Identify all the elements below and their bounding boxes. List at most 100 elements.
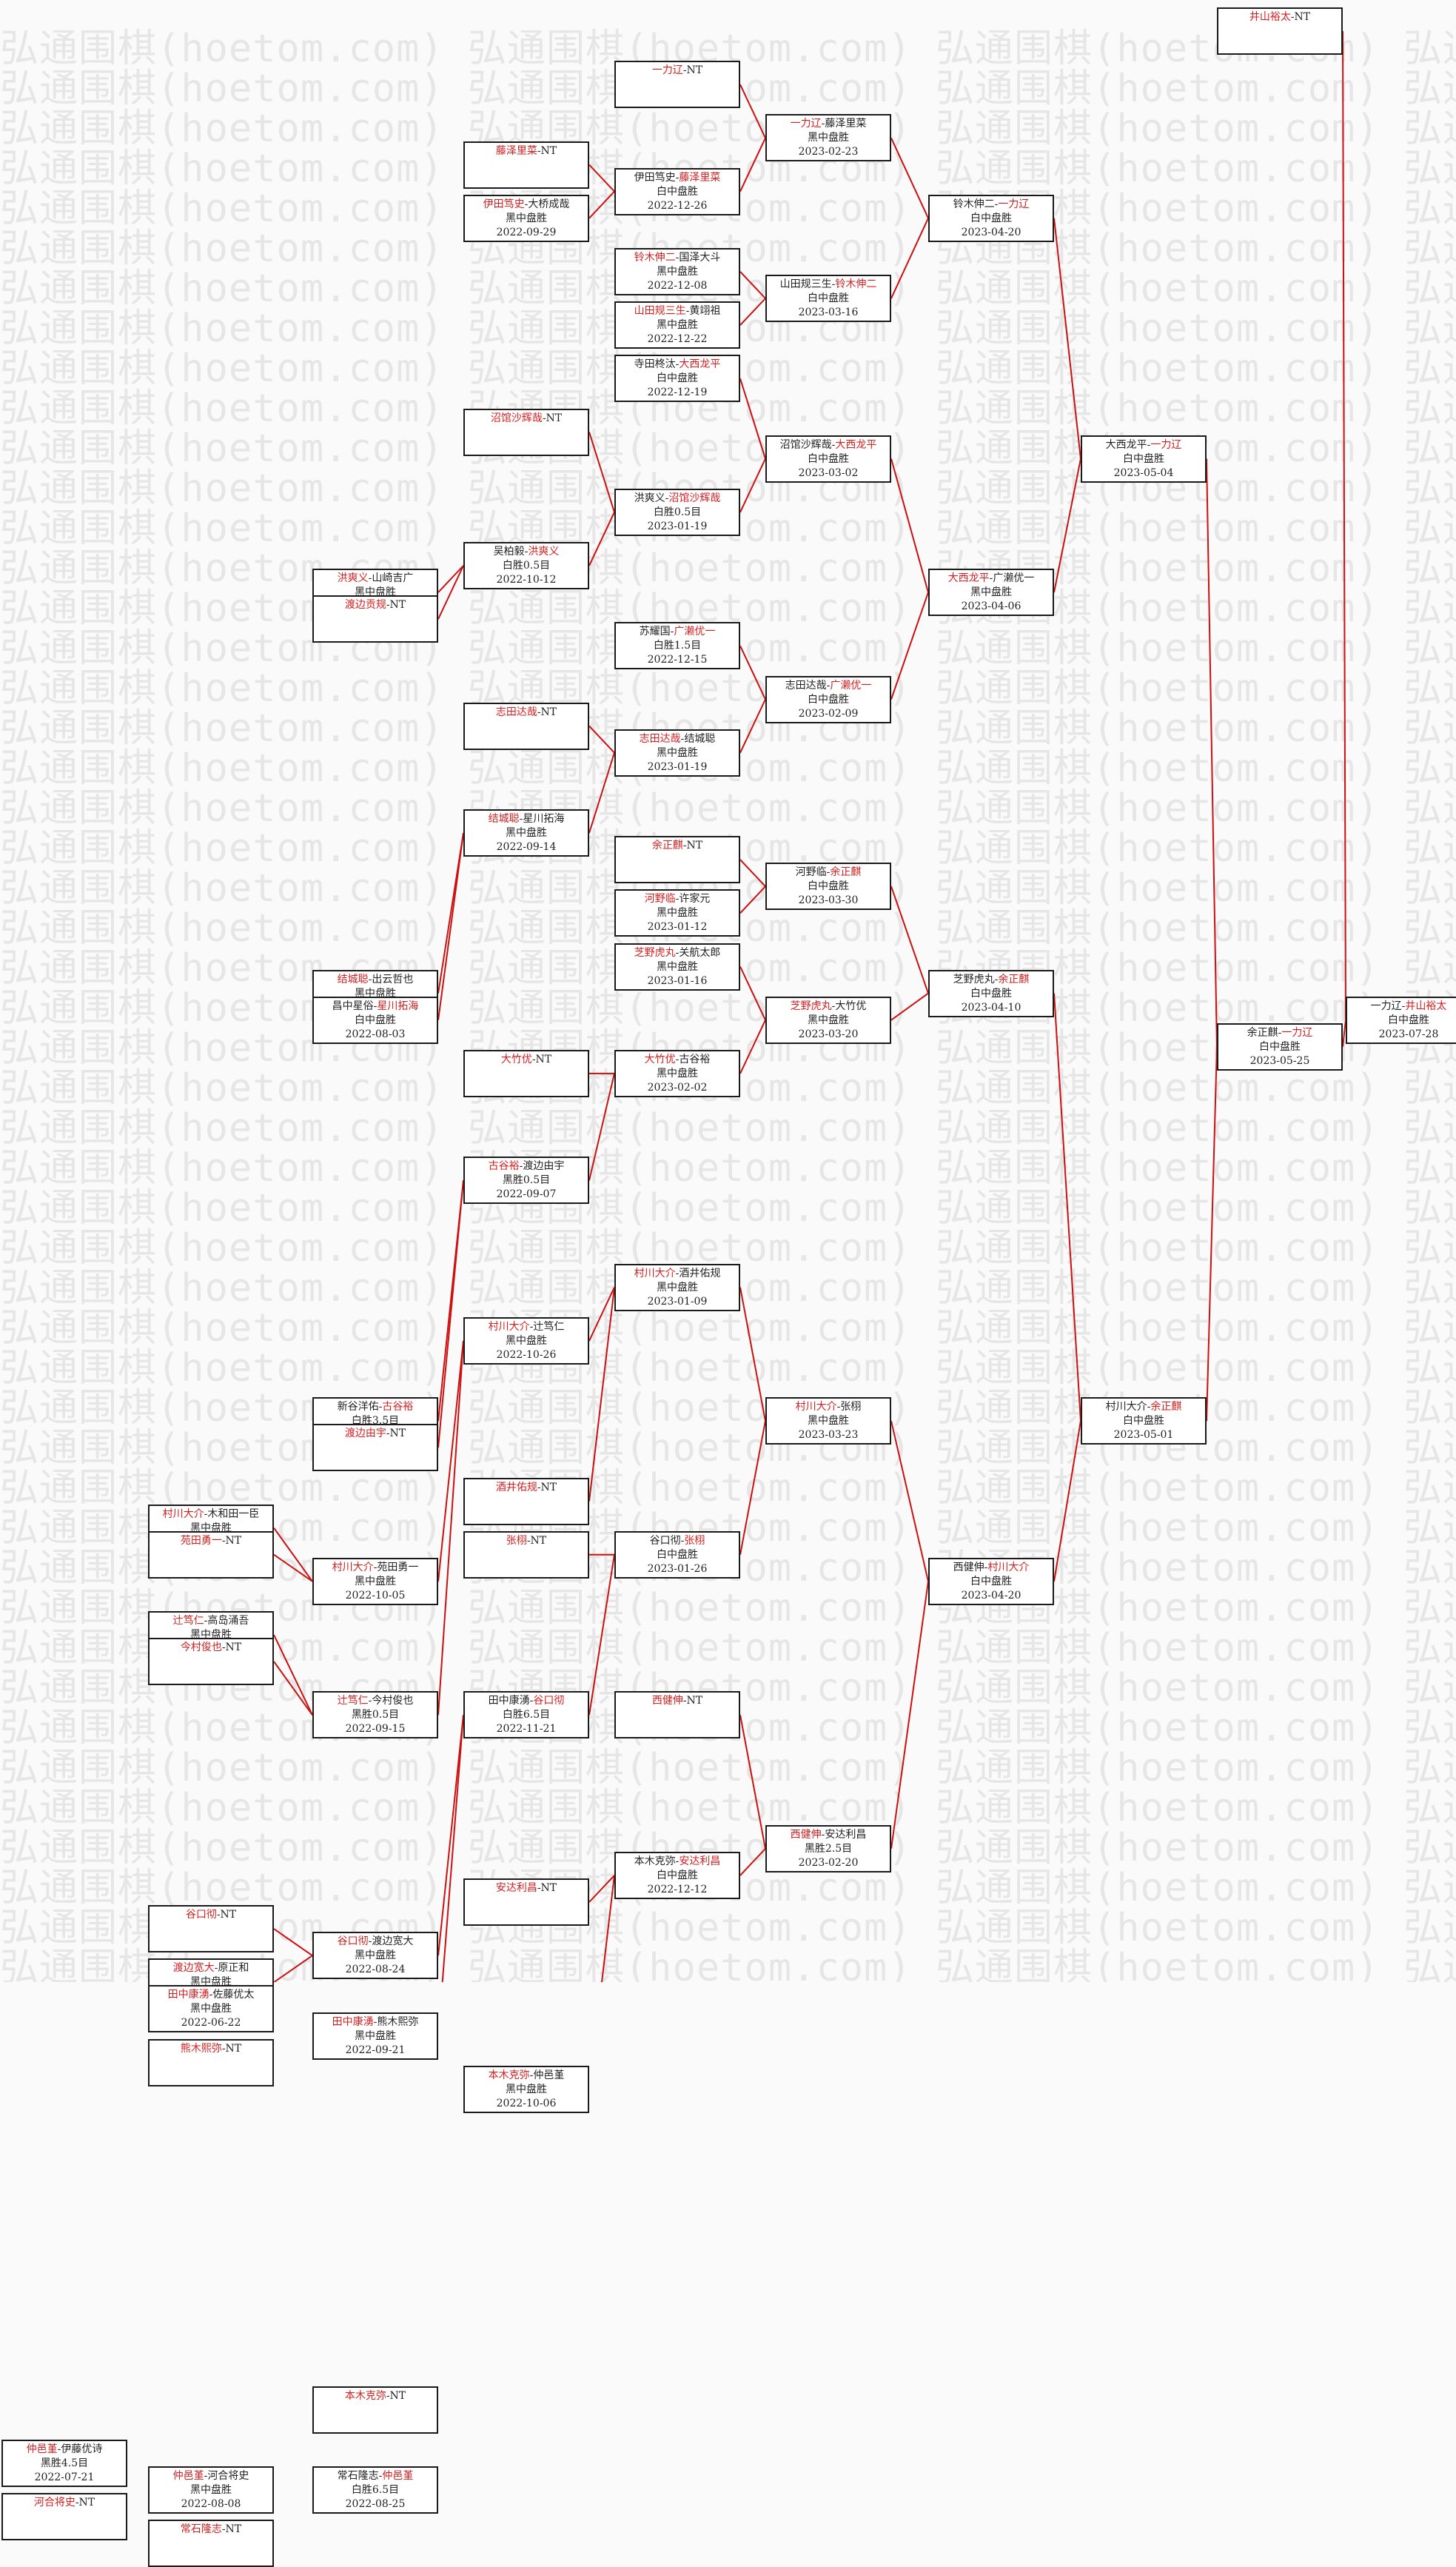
winner-name: 古谷裕 — [488, 1160, 520, 1173]
winner-name: 余正麒 — [1150, 1401, 1182, 1413]
match-date: 2022-08-03 — [345, 1028, 406, 1040]
match-result: 黑中盘胜 — [190, 2003, 232, 2015]
player-name: -佐藤优太 — [209, 1989, 255, 2001]
winner-name: 酒井佑规 — [495, 1481, 537, 1493]
match-players: 井山裕太-NT — [1218, 10, 1341, 24]
winner-name: 仲邑堇 — [172, 2470, 204, 2483]
player-name: 大西龙平- — [1105, 438, 1151, 451]
match-date: 2022-09-21 — [345, 2044, 406, 2056]
player-name: -NT — [221, 2042, 242, 2055]
player-name: -NT — [386, 599, 406, 612]
match-players: 伊田笃史-大桥成哉 — [465, 198, 588, 212]
winner-name: 辻笃仁 — [172, 1615, 204, 1627]
match-result: 白中盘胜 — [970, 212, 1012, 224]
match-result: 黑胜0.5目 — [351, 1709, 400, 1721]
bracket-connector — [739, 1715, 766, 1849]
winner-name: 芝野虎丸 — [634, 946, 676, 959]
match-result: 白中盘胜 — [808, 452, 849, 465]
player-name: -NT — [682, 64, 703, 77]
bracket-connector — [601, 1875, 615, 1982]
player-name: -古谷裕 — [675, 1053, 711, 1065]
player-name: -藤泽里菜 — [821, 118, 867, 130]
winner-name: 一力辽 — [998, 198, 1030, 210]
player-name: -大竹优 — [831, 1000, 867, 1012]
winner-name: 余正麒 — [998, 973, 1030, 985]
bracket-connector — [437, 1340, 464, 1582]
winner-name: 一力辽 — [1281, 1026, 1313, 1039]
match-players: 村川大介-酒井佑规 — [616, 1267, 739, 1281]
match-date: 2022-10-12 — [496, 574, 557, 586]
match-players: 常石隆志-仲邑堇 — [314, 2469, 437, 2483]
bracket-connector — [437, 565, 464, 593]
match-result: 黑中盘胜 — [355, 1949, 396, 1962]
match-date: 2023-03-16 — [798, 307, 859, 318]
match-players: 苏耀国-广濑优一 — [616, 625, 739, 639]
winner-name: 安达利昌 — [679, 1855, 721, 1867]
player-name: -辻笃仁 — [529, 1320, 565, 1333]
match-result: 黑中盘胜 — [506, 212, 547, 224]
match-box: 熊木熙弥-NT — [148, 2038, 274, 2086]
match-result: 白中盘胜 — [657, 1548, 698, 1561]
bracket-connector — [739, 137, 766, 193]
match-result: 黑中盘胜 — [657, 1067, 698, 1080]
match-players: 村川大介-辻笃仁 — [465, 1320, 588, 1334]
match-date: 2023-05-01 — [1113, 1429, 1174, 1442]
match-players: 张栩-NT — [465, 1534, 588, 1548]
match-players: 渡边宽大-原正和 — [150, 1961, 272, 1975]
winner-name: 村川大介 — [987, 1561, 1030, 1573]
bracket-connector — [739, 271, 766, 299]
bracket-connector — [890, 458, 929, 593]
winner-name: 村川大介 — [332, 1561, 374, 1573]
winner-name: 铃木伸二 — [835, 278, 877, 290]
winner-name: 伊田笃史 — [483, 198, 525, 210]
player-name: -原正和 — [214, 1962, 249, 1975]
player-name: 村川大介- — [1105, 1401, 1151, 1413]
player-name: 田中康湧- — [488, 1695, 534, 1707]
match-box: 渡边贡规-NT — [312, 595, 438, 643]
match-date: 2023-02-23 — [798, 146, 859, 158]
match-players: 谷口彻-NT — [150, 1908, 272, 1922]
match-result: 白中盘胜 — [657, 1869, 698, 1881]
winner-name: 常石隆志 — [180, 2523, 222, 2536]
match-result: 白中盘胜 — [970, 1575, 1012, 1587]
bracket-connector — [437, 565, 464, 620]
player-name: -国泽大斗 — [675, 251, 721, 264]
match-players: 铃木伸二-一力辽 — [930, 198, 1053, 212]
winner-name: 村川大介 — [795, 1401, 837, 1413]
match-result: 白中盘胜 — [657, 372, 698, 385]
match-result: 白中盘胜 — [808, 880, 849, 893]
match-date: 2022-12-26 — [647, 199, 708, 212]
bracket-connector — [1053, 993, 1081, 1422]
player-name: -NT — [531, 1053, 552, 1065]
winner-name: 大竹优 — [644, 1053, 676, 1065]
winner-name: 安达利昌 — [495, 1882, 537, 1894]
player-name: -NT — [386, 1428, 406, 1440]
bracket: 洪爽义-山崎吉广黑中盘胜2022-06-22渡边贡规-NT结城聪-出云哲也黑中盘… — [1, 7, 1456, 2567]
winner-name: 村川大介 — [634, 1267, 676, 1279]
match-players: 仲邑堇-河合将史 — [150, 2469, 272, 2483]
bracket-connector — [273, 1527, 313, 1582]
match-date: 2022-10-26 — [496, 1348, 557, 1361]
player-name: 一力辽- — [1370, 1000, 1406, 1012]
match-result: 白中盘胜 — [1388, 1014, 1429, 1026]
match-players: 谷口彻-渡边宽大 — [314, 1935, 437, 1949]
player-name: -许家元 — [675, 893, 711, 906]
match-players: 余正麒-一力辽 — [1218, 1026, 1341, 1040]
winner-name: 结城聪 — [337, 973, 369, 985]
match-date: 2023-01-19 — [647, 520, 708, 532]
winner-name: 村川大介 — [162, 1507, 204, 1520]
winner-name: 渡边贡规 — [344, 599, 386, 612]
match-players: 大竹优-古谷裕 — [616, 1053, 739, 1067]
player-name: -星川拓海 — [519, 813, 565, 825]
match-players: 村川大介-苑田勇一 — [314, 1561, 437, 1575]
match-date: 2022-12-12 — [647, 1883, 708, 1895]
match-box: 志田达哉-NT — [463, 702, 589, 750]
bracket-connector — [890, 992, 929, 1021]
